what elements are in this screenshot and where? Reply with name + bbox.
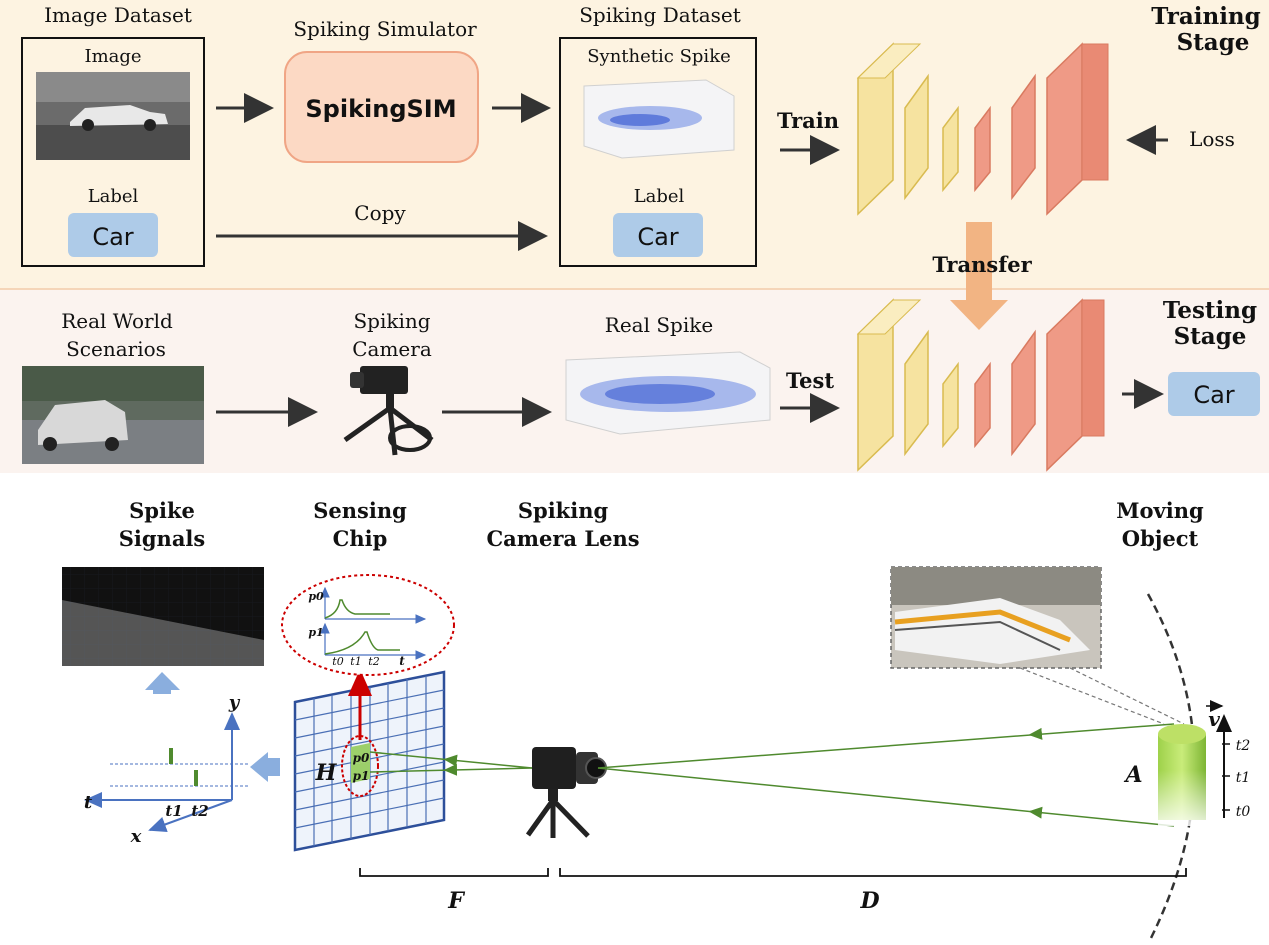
car-label-text: Car — [92, 223, 133, 251]
real-world-line1: Real World — [61, 309, 173, 333]
spikingsim-box — [284, 51, 479, 163]
moving-object-line2: Object — [1122, 526, 1199, 551]
t0-label: t0 — [1236, 804, 1251, 820]
p0-label: p0 — [353, 751, 370, 765]
spike-signals-line1: Spike — [129, 498, 195, 523]
axis-y-label: y — [228, 692, 241, 713]
spiking-dataset-title: Spiking Dataset — [579, 3, 741, 27]
H-label: H — [315, 760, 338, 786]
testing-stage-line1: Testing — [1163, 297, 1257, 324]
spike-signals-image — [62, 567, 264, 666]
network-testing — [856, 298, 1105, 472]
spikingsim-label: SpikingSIM — [305, 95, 456, 123]
axis-x-label: x — [130, 826, 142, 847]
A-label: A — [1123, 762, 1142, 788]
car-grayscale-image — [36, 72, 190, 160]
inset-t-label: t — [399, 654, 405, 668]
inset-t2-label: t2 — [368, 655, 379, 668]
axis-t-label: t — [84, 792, 93, 813]
camera-lens-icon — [525, 747, 607, 838]
D-label: D — [859, 888, 879, 914]
inset-t0-label: t0 — [332, 655, 343, 668]
output-car-text: Car — [1193, 381, 1234, 409]
inset-p0-label: p0 — [308, 590, 324, 603]
sensing-chip-line2: Chip — [333, 526, 388, 551]
loss-label: Loss — [1189, 127, 1235, 151]
real-world-line2: Scenarios — [66, 337, 166, 361]
copy-label: Copy — [354, 201, 406, 225]
sensing-chip-grid — [293, 670, 446, 852]
spiking-camera-line1: Spiking — [353, 309, 430, 333]
moving-object-cylinder — [1158, 724, 1206, 826]
brace-D — [559, 868, 1187, 877]
chip-inset-plot — [320, 586, 427, 660]
spike-signals-line2: Signals — [119, 526, 206, 551]
car-label2-text: Car — [637, 223, 678, 251]
output-car-box — [1168, 372, 1260, 416]
real-spike-cloud — [565, 351, 771, 435]
test-label: Test — [786, 368, 834, 393]
transfer-label: Transfer — [932, 252, 1032, 277]
label2-label: Label — [634, 186, 685, 207]
image-label: Image — [84, 46, 141, 67]
synthetic-spike-cloud — [583, 79, 735, 159]
lens-line1: Spiking — [518, 498, 609, 523]
t2-label: t2 — [1236, 738, 1251, 754]
brace-F — [359, 868, 549, 877]
train-label: Train — [777, 108, 839, 133]
real-spike-label: Real Spike — [605, 313, 713, 337]
label-label: Label — [88, 186, 139, 207]
spike-axes — [84, 712, 250, 833]
up-arrow-icon — [145, 672, 180, 690]
left-arrow-icon — [250, 752, 268, 782]
network-training — [856, 42, 1109, 216]
image-dataset-title: Image Dataset — [44, 3, 192, 27]
t1-label: t1 — [1236, 770, 1251, 786]
spiking-simulator-title: Spiking Simulator — [293, 17, 477, 41]
testing-stage-line2: Stage — [1174, 323, 1247, 350]
sensing-chip-line1: Sensing — [313, 498, 407, 523]
spiking-camera-line2: Camera — [352, 337, 432, 361]
moving-object-line1: Moving — [1116, 498, 1204, 523]
p1-label: p1 — [353, 769, 370, 783]
spiking-dataset-box — [559, 37, 757, 267]
train-photo — [890, 566, 1102, 669]
training-stage-line2: Stage — [1177, 29, 1250, 56]
axis-t1-label: t1 — [165, 802, 182, 820]
image-dataset-box — [21, 37, 205, 267]
inset-t1-label: t1 — [350, 655, 361, 668]
v-label: v — [1208, 707, 1220, 731]
spiking-camera-icon — [343, 366, 434, 456]
F-label: F — [447, 888, 465, 914]
car-label-box — [68, 213, 158, 257]
real-world-car-image — [22, 366, 204, 464]
training-stage-line1: Training — [1151, 3, 1260, 30]
synthetic-spike-label: Synthetic Spike — [587, 46, 731, 67]
axis-t2-label: t2 — [191, 802, 208, 820]
inset-p1-label: p1 — [308, 626, 323, 639]
lens-line2: Camera Lens — [486, 526, 639, 551]
transfer-arrow — [950, 222, 1008, 330]
car-label2-box — [613, 213, 703, 257]
